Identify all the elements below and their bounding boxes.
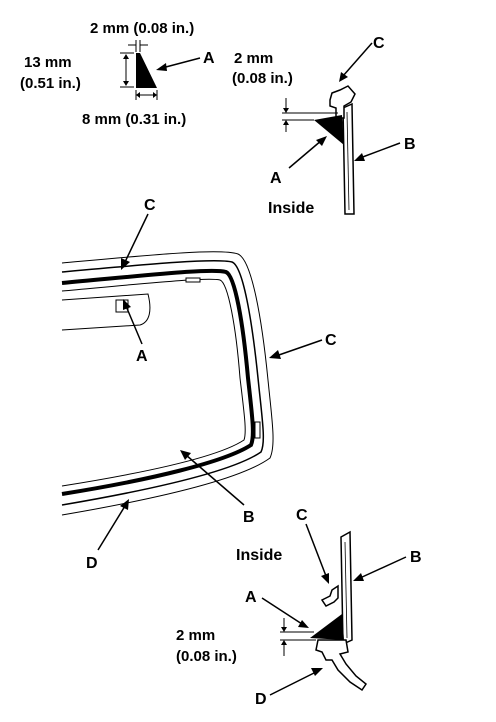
adhesive-profile-detail: 2 mm (0.08 in.) 13 mm (0.51 in.) 8 mm (0… <box>20 20 215 128</box>
upper-cross-section: 2 mm (0.08 in.) C B A Inside <box>232 35 416 217</box>
windshield-molding-outer <box>61 259 265 506</box>
dim-height-mm-label: 13 mm <box>24 54 72 71</box>
lower-glass-panel <box>340 530 353 646</box>
windshield-label-b: B <box>243 509 255 526</box>
label-a-detail: A <box>203 50 215 67</box>
upper-label-c: C <box>373 35 385 52</box>
lower-molding-profile <box>320 584 339 607</box>
upper-glass-panel <box>342 102 355 215</box>
lower-label-c: C <box>296 507 308 524</box>
windshield-glass-edge <box>61 278 246 487</box>
dim-width-label: 2 mm (0.08 in.) <box>90 20 194 37</box>
lower-body-flange <box>315 639 368 692</box>
windshield-view: C C A B D <box>61 197 337 572</box>
windshield-adhesive-bead <box>61 268 255 496</box>
lower-cross-section: Inside C B A 2 mm (0.08 in.) D <box>176 507 422 708</box>
upper-adhesive-bead <box>314 115 344 145</box>
lower-gap-in-label: (0.08 in.) <box>176 648 237 665</box>
lower-gap-mm-label: 2 mm <box>176 627 215 644</box>
adhesive-triangle-shape <box>136 53 157 88</box>
windshield-label-c-right: C <box>325 332 337 349</box>
lower-label-b: B <box>410 549 422 566</box>
windshield-label-d: D <box>86 555 98 572</box>
lower-adhesive-bead <box>310 614 344 640</box>
windshield-label-c-top: C <box>144 197 156 214</box>
upper-gap-mm-label: 2 mm <box>234 50 273 67</box>
upper-label-b: B <box>404 136 416 153</box>
lower-inside-label: Inside <box>236 547 282 564</box>
upper-label-a: A <box>270 170 282 187</box>
upper-gap-in-label: (0.08 in.) <box>232 70 293 87</box>
upper-inside-label: Inside <box>268 200 314 217</box>
lower-label-d: D <box>255 691 267 708</box>
lower-label-a: A <box>245 589 257 606</box>
windshield-label-a: A <box>136 348 148 365</box>
dim-height-in-label: (0.51 in.) <box>20 75 81 92</box>
dim-base-label: 8 mm (0.31 in.) <box>82 111 186 128</box>
upper-molding-profile <box>329 85 356 119</box>
